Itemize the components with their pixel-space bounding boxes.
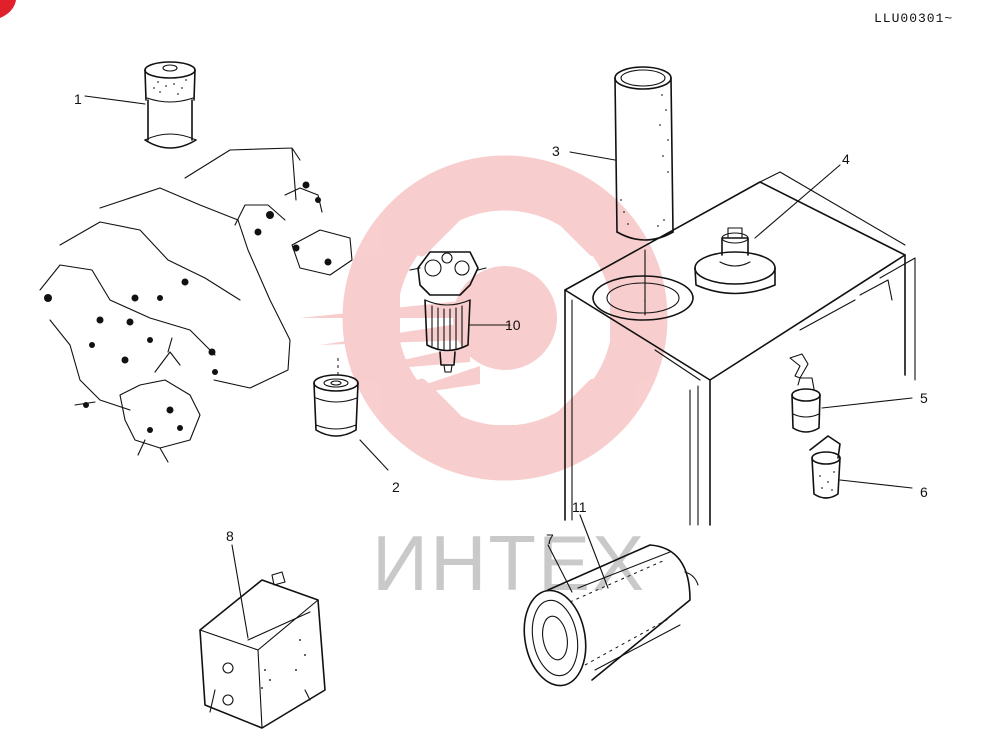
part-5-prefilter bbox=[789, 353, 821, 433]
callout-6: 6 bbox=[920, 484, 928, 500]
part-7-11-air-cleaner bbox=[523, 544, 699, 687]
callout-10: 10 bbox=[505, 317, 521, 333]
part-2-spin-on-filter bbox=[313, 374, 359, 437]
leader-lines bbox=[84, 95, 913, 639]
part-1-filter-element bbox=[144, 61, 197, 149]
engine-block bbox=[39, 147, 353, 463]
part-6-water-separator bbox=[809, 435, 841, 499]
callout-8: 8 bbox=[226, 528, 234, 544]
part-8-battery bbox=[199, 571, 326, 729]
callout-2: 2 bbox=[392, 479, 400, 495]
part-4-breather bbox=[694, 227, 776, 295]
part-10-fuel-filter bbox=[409, 251, 487, 373]
callout-11: 11 bbox=[572, 499, 587, 515]
document-code: LLU00301~ bbox=[874, 11, 953, 26]
callout-1: 1 bbox=[74, 91, 82, 107]
callout-5: 5 bbox=[920, 390, 928, 406]
callout-7: 7 bbox=[546, 531, 554, 547]
hydraulic-tank bbox=[564, 171, 916, 526]
callout-4: 4 bbox=[842, 151, 850, 167]
callout-3: 3 bbox=[552, 143, 560, 159]
corner-mark bbox=[0, 0, 16, 18]
watermark-logo bbox=[300, 155, 668, 481]
watermark-text: ИНТЕХ bbox=[372, 519, 646, 607]
